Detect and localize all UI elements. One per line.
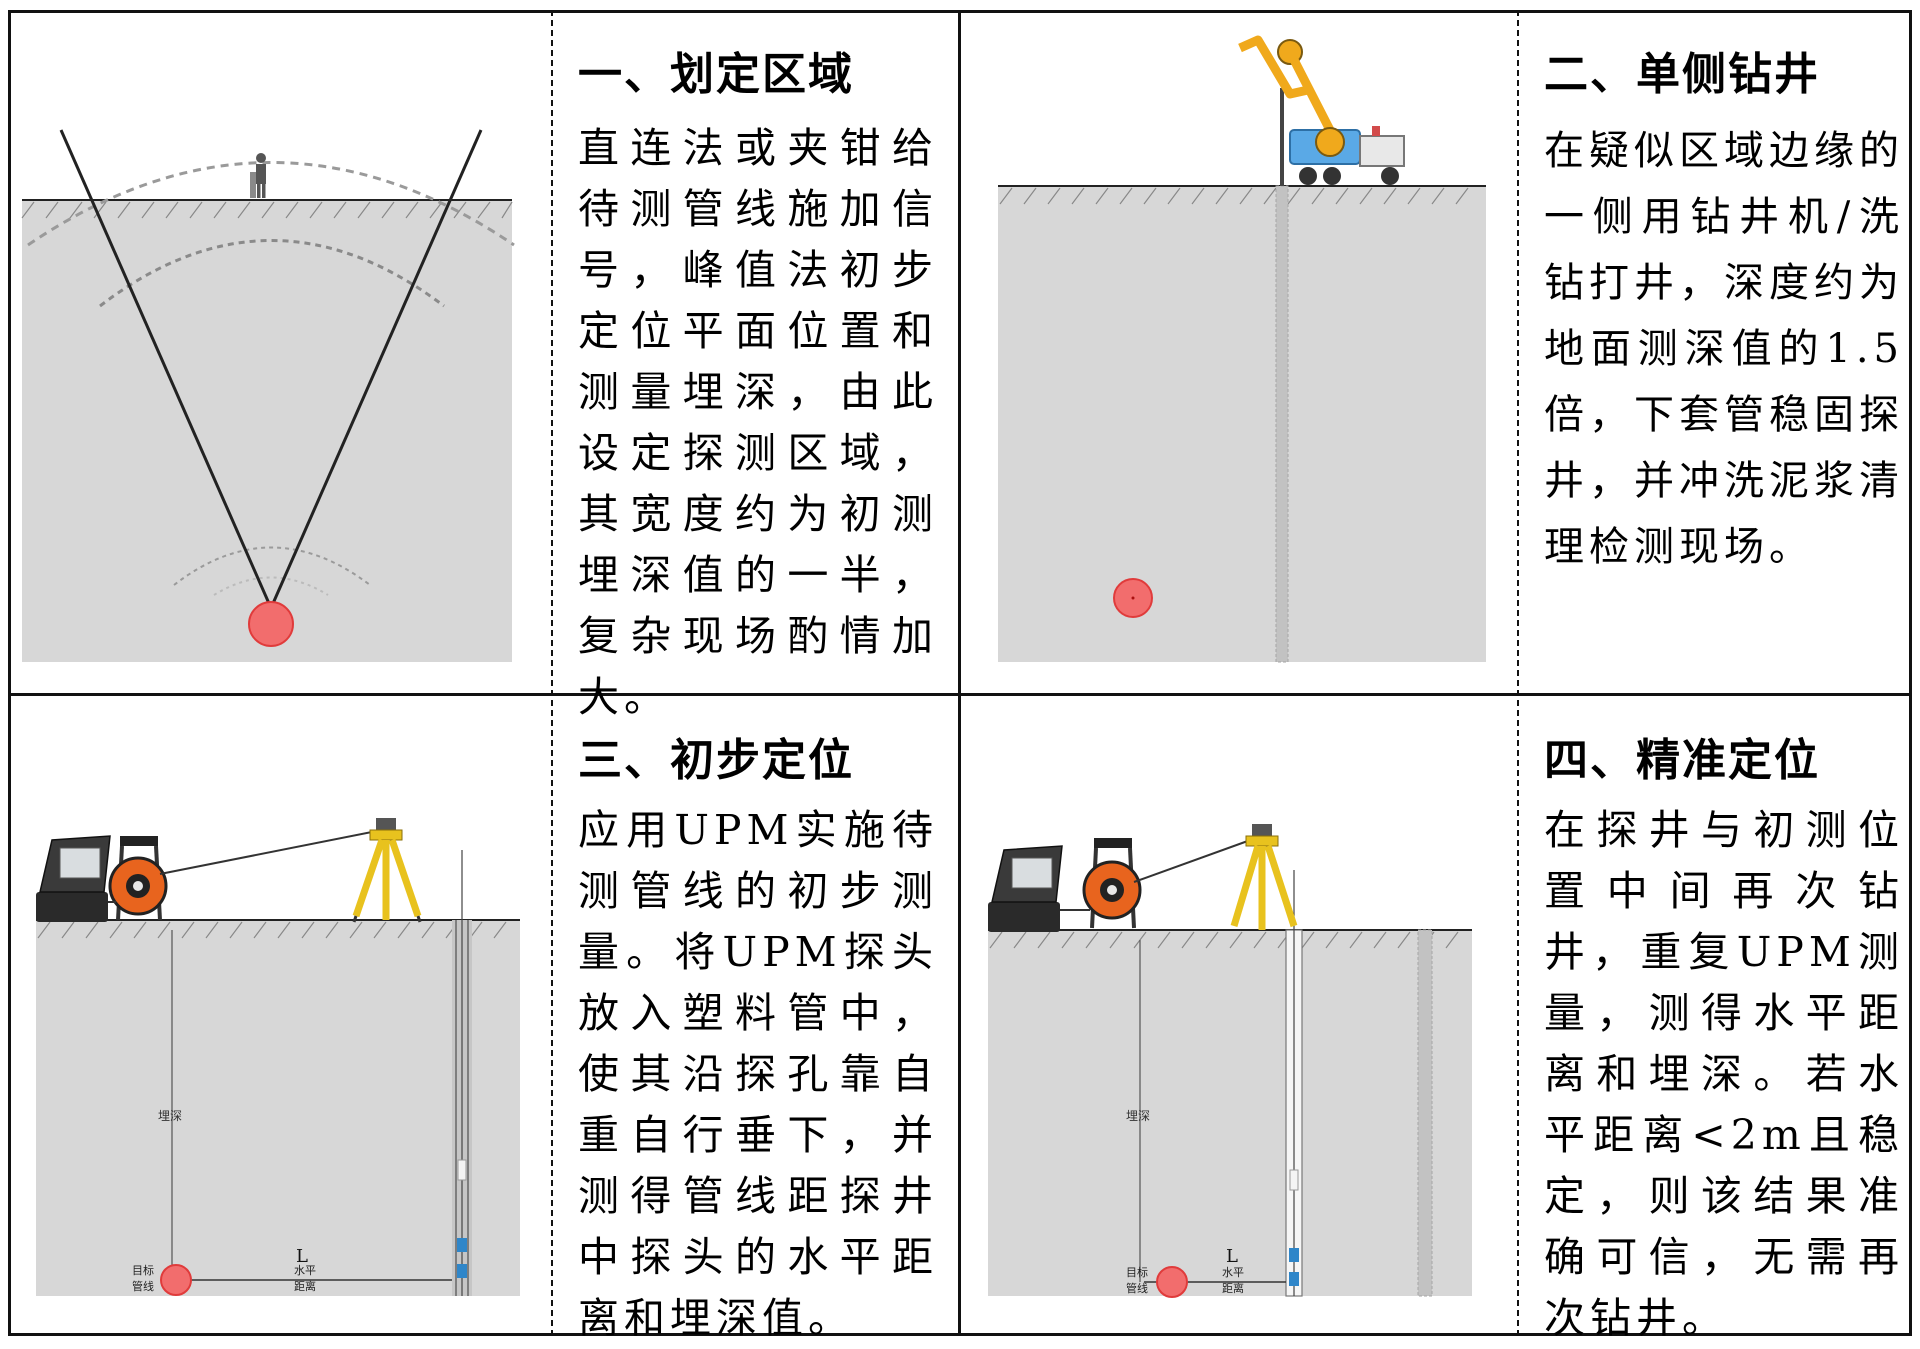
distance-L-label: L [296,1246,308,1267]
panel-2-body: 在疑似区域边缘的一侧用钻井机/洗钻打井，深度约为地面测深值的1.5倍，下套管稳固… [1544,128,1904,570]
horizontal-label-2: 距离 [1222,1281,1244,1295]
probe-icon [1289,1169,1299,1286]
target-label-1: 目标 [1126,1265,1148,1279]
instrument-case-icon [36,835,111,922]
target-label-1: 目标 [132,1263,154,1277]
target-pipe [248,601,294,647]
horizontal-label-1: 水平 [1222,1266,1244,1279]
tripod-icon [1230,824,1298,930]
soil-block [998,186,1486,662]
cable-reel-icon [1082,838,1142,929]
soil-block [22,200,512,662]
distance-L-label: L [1226,1246,1238,1267]
panel-3-title: 三、初步定位 [578,735,854,786]
instrument-case-icon [988,845,1063,932]
depth-label: 埋深 [158,1109,182,1123]
person-icon [250,153,266,198]
cable-reel-icon [108,836,168,921]
borehole [1275,185,1289,663]
dashed-divider-right [1517,10,1519,1336]
ground-hatch [999,187,1469,205]
panel-2-diagram [998,35,1486,663]
panel-1-diagram [21,129,515,662]
panel-2-title: 二、单侧钻井 [1544,49,1820,100]
horizontal-label-1: 水平 [294,1264,316,1277]
target-pipe [1156,1266,1188,1298]
panel-3-diagram: 埋深 L 水平 距离 目标 管线 [36,818,520,1296]
dashed-divider-left [551,10,553,1336]
depth-label: 埋深 [1126,1109,1150,1123]
target-label-2: 管线 [1126,1281,1148,1295]
soil-block [36,920,520,1296]
panel-4-title: 四、精准定位 [1544,735,1820,786]
probe-icon [457,1159,467,1278]
target-pipe [160,1264,192,1296]
target-label-2: 管线 [132,1279,154,1293]
panel-1-body: 直连法或夹钳给待测管线施加信号，峰值法初步定位平面位置和测量埋深，由此设定探测区… [578,124,938,721]
tripod-icon [352,818,422,923]
panel-4-diagram: 埋深 L 水平 距离 目标 管线 [988,824,1472,1298]
horizontal-label-2: 距离 [294,1279,316,1293]
drill-truck-icon [1238,35,1405,186]
first-borehole [1417,929,1433,1297]
ground-hatch [21,201,513,219]
panel-4-body: 在探井与初测位置中间再次钻井，重复UPM测量，测得水平距离和埋深。若水平距离<2… [1544,806,1904,1342]
ground-hatch [37,921,507,939]
soil-block [988,930,1472,1296]
ground-hatch [989,931,1459,949]
column-divider [958,10,961,1336]
panel-3-body: 应用UPM实施待测管线的初步测量。将UPM探头放入塑料管中，使其沿探孔靠自重自行… [578,806,938,1342]
panel-1-title: 一、划定区域 [578,49,854,100]
